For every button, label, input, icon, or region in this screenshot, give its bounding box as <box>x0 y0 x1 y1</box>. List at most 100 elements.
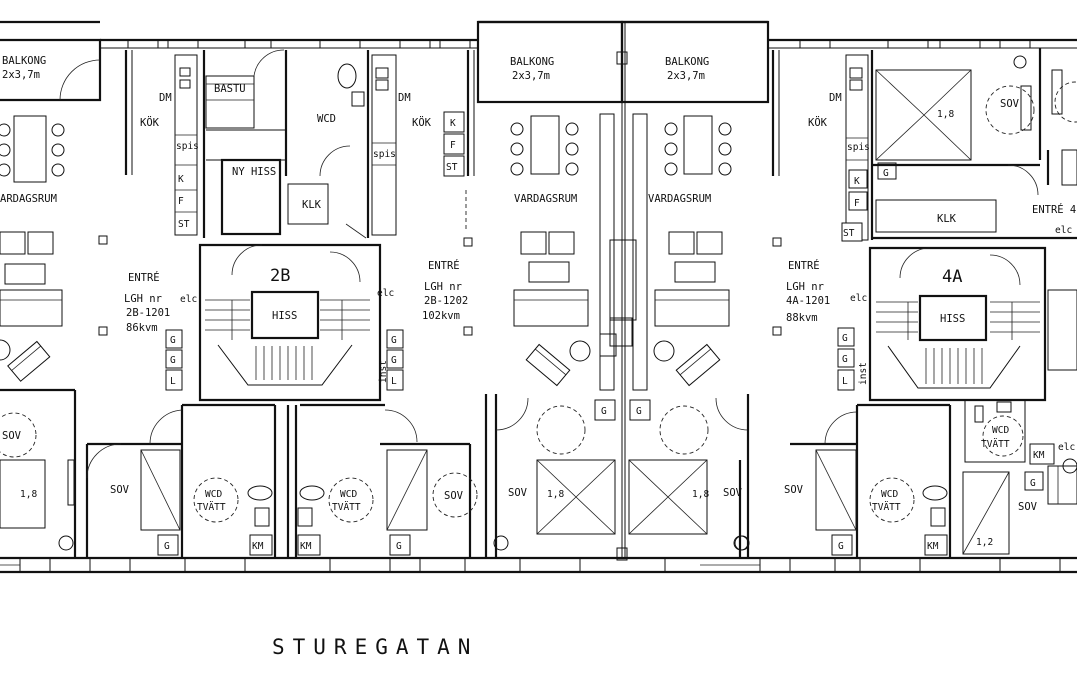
balcony-center-left: BALKONG 2x3,7m <box>476 20 624 104</box>
electric-label: elc <box>377 288 394 299</box>
unit-number-caption: LGH nr <box>786 281 824 293</box>
meter-label: G <box>391 355 397 366</box>
electric-label: elc <box>850 293 867 304</box>
fridge-label: K <box>178 174 184 185</box>
electric-label: elc <box>1058 442 1075 453</box>
balcony-label: BALKONG <box>2 55 46 67</box>
laundry-label: TVÄTT <box>332 502 361 513</box>
wardrobe-label: G <box>883 168 889 179</box>
lgh-box-label: L <box>391 376 397 387</box>
kitchen-label: KÖK <box>140 116 160 129</box>
wardrobe-label: G <box>1030 478 1036 489</box>
bedroom-label: SOV <box>723 487 743 499</box>
unit-number: 2B-1201 <box>126 307 170 319</box>
elevator-label: HISS <box>940 313 965 325</box>
sauna-label: BASTU <box>214 83 246 95</box>
dishwasher-label: DM <box>159 92 172 104</box>
stove-label: spis <box>373 149 396 160</box>
stove-label: spis <box>176 141 199 152</box>
meter-label: G <box>170 335 176 346</box>
unit-2b-1201: DM KÖK spis K F ST ARDAGSRUM ENTRÉ LGH n… <box>0 50 277 558</box>
living-room-label: ARDAGSRUM <box>0 193 57 205</box>
meter-label: G <box>391 335 397 346</box>
bedroom-label: SOV <box>444 490 464 502</box>
bed-size-label: 1,8 <box>937 109 954 120</box>
bedroom-label: SOV <box>784 484 804 496</box>
wc-label: WCD <box>992 425 1009 436</box>
bed-size-label: 1,2 <box>976 537 993 548</box>
closet-label: KLK <box>302 199 322 211</box>
entry-label: ENTRÉ <box>428 259 460 272</box>
unit-number: 4A-1201 <box>786 295 830 307</box>
washer-label: KM <box>300 541 312 552</box>
stove-label: spis <box>847 142 870 153</box>
bedroom-label: SOV <box>110 484 130 496</box>
laundry-label: TVÄTT <box>197 502 226 513</box>
unit-4a-1201: DM KÖK spis K F ST ENTRÉ LGH nr 4A-1201 … <box>733 48 1077 558</box>
wc-label: WCD <box>881 489 898 500</box>
installation-shaft-label: inst <box>858 362 869 385</box>
unit-area: 88kvm <box>786 312 818 324</box>
balcony-size-label: 2x3,7m <box>512 70 550 82</box>
core-2b: BASTU WCD spis NY HISS KLK 2B HISS <box>165 49 404 558</box>
freezer-label: F <box>178 196 184 207</box>
electric-label: elc <box>1055 225 1072 236</box>
stair-name: 2B <box>270 266 290 286</box>
kitchen-label: KÖK <box>808 116 828 129</box>
bed-size-label: 1,8 <box>547 489 564 500</box>
balcony-label: BALKONG <box>665 56 709 68</box>
unit-2b-1202: DM KÖK K F ST ENTRÉ LGH nr 2B-1202 102kv… <box>297 50 648 558</box>
entry-label: ENTRÉ <box>788 259 820 272</box>
laundry-label: TVÄTT <box>872 502 901 513</box>
balcony-size-label: 2x3,7m <box>667 70 705 82</box>
unit-center-right: VARDAGSRUM G 1,8 SOV <box>628 50 780 558</box>
fridge-label: K <box>854 176 860 187</box>
balcony-center-right: BALKONG 2x3,7m <box>616 20 770 561</box>
balcony-left: BALKONG 2x3,7m <box>0 38 102 102</box>
bedroom-label: SOV <box>2 430 22 442</box>
bedroom-label: SOV <box>1018 501 1038 513</box>
wc-label: WCD <box>340 489 357 500</box>
dishwasher-label: DM <box>829 92 842 104</box>
wardrobe-label: G <box>601 406 607 417</box>
storage-label: ST <box>446 162 458 173</box>
closet-label: KLK <box>937 213 957 225</box>
wc-label: WCD <box>205 489 222 500</box>
washer-label: KM <box>1033 450 1045 461</box>
balcony-label: BALKONG <box>510 56 554 68</box>
bed-size-label: 1,8 <box>692 489 709 500</box>
installation-shaft-label: inst <box>378 360 389 383</box>
lgh-box-label: L <box>842 376 848 387</box>
wardrobe-label: G <box>838 541 844 552</box>
bedroom-label: SOV <box>508 487 528 499</box>
wardrobe-label: G <box>396 541 402 552</box>
bed-size-label: 1,8 <box>20 489 37 500</box>
new-elevator-label: NY HISS <box>232 166 276 178</box>
storage-label: ST <box>843 228 855 239</box>
unit-number-caption: LGH nr <box>424 281 462 293</box>
balcony-size-label: 2x3,7m <box>2 69 40 81</box>
electric-label: elc <box>180 294 197 305</box>
freezer-label: F <box>854 198 860 209</box>
kitchen-label: KÖK <box>412 116 432 129</box>
entry-label: ENTRÉ 4 <box>1032 203 1076 216</box>
street-name: STUREGATAN <box>272 635 478 659</box>
wc-label: WCD <box>317 113 336 125</box>
meter-label: G <box>170 355 176 366</box>
washer-label: KM <box>927 541 939 552</box>
lgh-box-label: L <box>170 376 176 387</box>
wardrobe-label: G <box>636 406 642 417</box>
wardrobe-label: G <box>164 541 170 552</box>
elevator-label: HISS <box>272 310 297 322</box>
meter-label: G <box>842 333 848 344</box>
bedroom-label: SOV <box>1000 98 1020 110</box>
unit-area: 86kvm <box>126 322 158 334</box>
storage-label: ST <box>178 219 190 230</box>
washer-label: KM <box>252 541 264 552</box>
unit-area: 102kvm <box>422 310 460 322</box>
meter-label: G <box>842 354 848 365</box>
entry-label: ENTRÉ <box>128 271 160 284</box>
living-room-label: VARDAGSRUM <box>514 193 577 205</box>
fridge-label: K <box>450 118 456 129</box>
